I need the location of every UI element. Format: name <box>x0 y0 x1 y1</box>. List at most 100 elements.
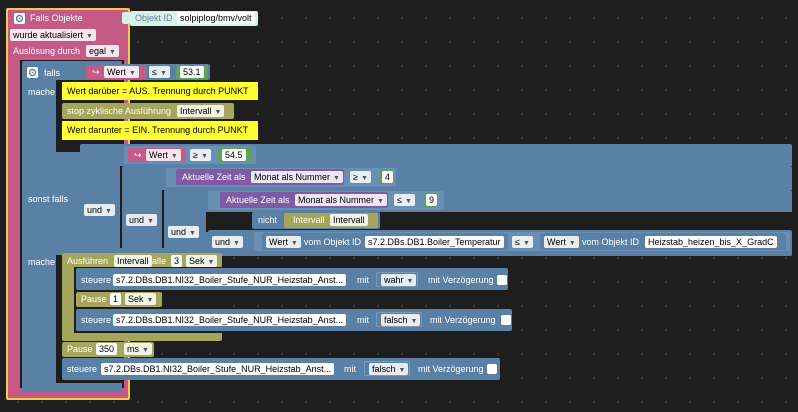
chevron-down-icon: ▼ <box>377 198 384 205</box>
and-dropdown-1[interactable]: und▼ <box>84 204 115 216</box>
control-label-1: steuere <box>81 275 112 285</box>
execute-interval-name-value: Intervall <box>117 256 149 266</box>
and-label-2: und <box>129 215 145 225</box>
if-falls-label: falls <box>44 68 61 78</box>
chevron-down-icon: ▼ <box>147 218 154 225</box>
bool-dropdown-1[interactable]: wahr▼ <box>381 274 417 286</box>
time-format-dropdown-2[interactable]: Monat als Nummer▼ <box>295 194 387 206</box>
compare-op-dropdown-5[interactable]: ≤▼ <box>512 236 533 248</box>
execute-unit: Sek <box>189 256 205 266</box>
compare-op-1: ≤ <box>152 67 157 77</box>
execute-value-field[interactable]: 3 <box>171 255 183 267</box>
compare-op-dropdown-4[interactable]: ≤▼ <box>394 194 415 206</box>
if-sonst-falls-label: sonst falls <box>28 194 69 204</box>
compare-op-dropdown-2[interactable]: ≥▼ <box>190 149 211 161</box>
object-id-field-2[interactable]: Heizstab_heizen_bis_X_GradC <box>645 236 777 248</box>
pause-unit-dropdown-2[interactable]: ms▼ <box>124 343 152 355</box>
value-dropdown-2[interactable]: Wert▼ <box>146 149 181 161</box>
time-format-1: Monat als Nummer <box>254 172 331 182</box>
bool-value-1: wahr <box>384 275 404 285</box>
chevron-down-icon: ▼ <box>200 153 208 160</box>
chevron-down-icon: ▼ <box>406 278 414 285</box>
delay-checkbox-1[interactable] <box>497 275 507 285</box>
execute-unit-dropdown[interactable]: Sek▼ <box>186 255 218 267</box>
trigger-cause-dropdown[interactable]: egal▼ <box>86 45 119 57</box>
bool-value-3: falsch <box>372 364 396 374</box>
pause-unit-2: ms <box>127 344 139 354</box>
delay-label-2: mit Verzögerung <box>430 315 496 325</box>
if-mache2-label: mache <box>28 257 56 267</box>
interval-check-dropdown[interactable]: Intervall <box>330 214 368 226</box>
trigger-cause-value: egal <box>89 46 107 56</box>
comment-2[interactable] <box>62 121 258 140</box>
chevron-down-icon: ▼ <box>189 230 196 237</box>
gear-icon[interactable] <box>14 13 25 24</box>
chevron-down-icon: ▼ <box>109 49 116 56</box>
interval-check-label: Intervall <box>293 215 325 225</box>
chevron-down-icon: ▼ <box>170 153 178 160</box>
pause-value-2[interactable]: 350 <box>96 343 118 355</box>
trigger-updated-dropdown[interactable]: wurde aktualisiert▼ <box>10 29 96 41</box>
stop-interval-dropdown[interactable]: Intervall▼ <box>177 105 225 117</box>
object-value-dropdown-1[interactable]: Wert▼ <box>266 236 301 248</box>
compare-op-dropdown-3[interactable]: ≥▼ <box>350 171 371 183</box>
delay-checkbox-2[interactable] <box>501 315 511 325</box>
object-id-field[interactable]: solpiplog/bmv/volt <box>177 12 255 24</box>
pause-unit-dropdown-1[interactable]: Sek▼ <box>125 293 157 305</box>
bool-dropdown-2[interactable]: falsch▼ <box>381 314 421 326</box>
trigger-title: Falls Objekte <box>30 13 83 23</box>
pause-value-1[interactable]: 1 <box>110 293 122 305</box>
number-field-4[interactable]: 9 <box>426 194 438 206</box>
delay-checkbox-3[interactable] <box>487 364 497 374</box>
and-label-3: und <box>171 227 187 237</box>
compare-op-3: ≥ <box>353 172 358 182</box>
value-label-1: Wert <box>107 67 126 77</box>
and-dropdown-4[interactable]: und▼ <box>212 236 243 248</box>
execute-every-label: alle <box>152 256 167 266</box>
chevron-down-icon: ▼ <box>398 367 406 374</box>
execute-interval-name[interactable]: Intervall <box>114 255 152 267</box>
chevron-down-icon: ▼ <box>290 240 298 247</box>
number-field-3[interactable]: 4 <box>382 171 394 183</box>
and-label-4: und <box>215 237 231 247</box>
control-with-label-2: mit <box>357 315 369 325</box>
pause-unit-1: Sek <box>128 294 144 304</box>
object-value-label-1: Wert <box>269 237 288 247</box>
interval-check-value: Intervall <box>333 215 365 225</box>
chevron-down-icon: ▼ <box>360 175 368 182</box>
comment-1-text: Wert darüber = AUS. Trennung durch PUNKT <box>67 86 249 96</box>
object-id-field-1[interactable]: s7.2.DBs.DB1.Boiler_Temperatur <box>365 236 504 248</box>
bool-dropdown-3[interactable]: falsch▼ <box>369 363 409 375</box>
trigger-updated-label: wurde aktualisiert <box>13 30 84 40</box>
time-label-2: Aktuelle Zeit als <box>226 195 290 205</box>
gear-icon[interactable] <box>27 67 38 78</box>
chevron-down-icon: ▼ <box>142 347 149 354</box>
control-target-3[interactable]: s7.2.DBs.DB1.NI32_Boiler_Stufe_NUR_Heizs… <box>101 363 335 375</box>
control-with-label-3: mit <box>344 364 356 374</box>
compare-op-dropdown-1[interactable]: ≤▼ <box>149 66 170 78</box>
control-label-3: steuere <box>67 364 98 374</box>
comment-1[interactable] <box>62 82 258 100</box>
chevron-down-icon: ▼ <box>128 70 136 77</box>
control-label-2: steuere <box>81 315 112 325</box>
and-dropdown-3[interactable]: und▼ <box>168 226 199 238</box>
and-label-1: und <box>87 205 103 215</box>
execute-label: Ausführen <box>67 256 109 266</box>
chevron-down-icon: ▼ <box>233 240 240 247</box>
number-field-2[interactable]: 54.5 <box>222 149 246 161</box>
and-dropdown-2[interactable]: und▼ <box>126 214 157 226</box>
control-target-2[interactable]: s7.2.DBs.DB1.NI32_Boiler_Stufe_NUR_Heizs… <box>113 314 347 326</box>
pause-label-1: Pause <box>81 294 107 304</box>
value-dropdown-1[interactable]: Wert▼ <box>104 66 139 78</box>
object-value-dropdown-2[interactable]: Wert▼ <box>544 236 579 248</box>
compare-op-4: ≤ <box>397 195 402 205</box>
control-with-label-1: mit <box>357 275 369 285</box>
time-format-dropdown-1[interactable]: Monat als Nummer▼ <box>251 171 343 183</box>
control-target-1[interactable]: s7.2.DBs.DB1.NI32_Boiler_Stufe_NUR_Heizs… <box>113 274 347 286</box>
object-id-label: Objekt ID <box>135 13 173 23</box>
number-field-1[interactable]: 53.1 <box>180 66 204 78</box>
chevron-down-icon: ▼ <box>522 240 530 247</box>
object-id-connector <box>122 12 130 24</box>
compare-op-2: ≥ <box>193 150 198 160</box>
chevron-down-icon: ▼ <box>410 318 418 325</box>
